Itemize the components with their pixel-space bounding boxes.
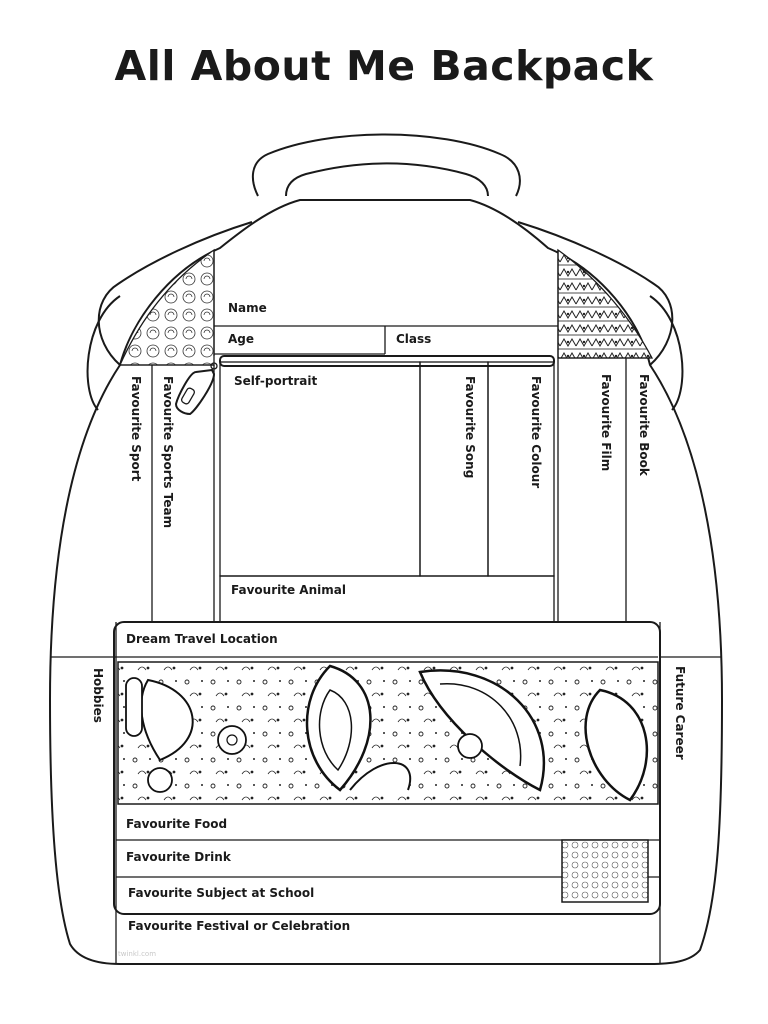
favourite-book-label: Favourite Book (637, 374, 651, 477)
left-pattern-panel (118, 248, 215, 366)
straps (86, 221, 684, 411)
favourite-drink-label: Favourite Drink (126, 850, 232, 864)
hobbies-label: Hobbies (91, 668, 105, 723)
future-career-label: Future Career (673, 666, 687, 760)
watermark: twinkl.com (118, 950, 156, 958)
favourite-food-label: Favourite Food (126, 817, 227, 831)
top-panel (213, 250, 559, 358)
favourite-subject-label: Favourite Subject at School (128, 886, 314, 900)
favourite-colour-label: Favourite Colour (529, 376, 543, 488)
dream-travel-location-label: Dream Travel Location (126, 632, 278, 646)
favourite-sports-team-label: Favourite Sports Team (161, 376, 175, 528)
class-label: Class (396, 332, 431, 346)
middle-panels (120, 355, 650, 623)
page-title: All About Me Backpack (114, 42, 654, 90)
front-pocket (113, 621, 661, 915)
handle (251, 133, 521, 197)
right-pattern-panel (557, 248, 654, 359)
backpack-outline (48, 199, 724, 965)
favourite-song-label: Favourite Song (463, 376, 477, 478)
favourite-sport-label: Favourite Sport (129, 376, 143, 482)
age-label: Age (228, 332, 254, 346)
favourite-animal-label: Favourite Animal (231, 583, 346, 597)
zipper-pull-icon (174, 362, 218, 416)
favourite-film-label: Favourite Film (599, 374, 613, 471)
name-label: Name (228, 301, 267, 315)
favourite-festival-label: Favourite Festival or Celebration (128, 919, 350, 933)
self-portrait-label: Self-portrait (234, 374, 318, 388)
